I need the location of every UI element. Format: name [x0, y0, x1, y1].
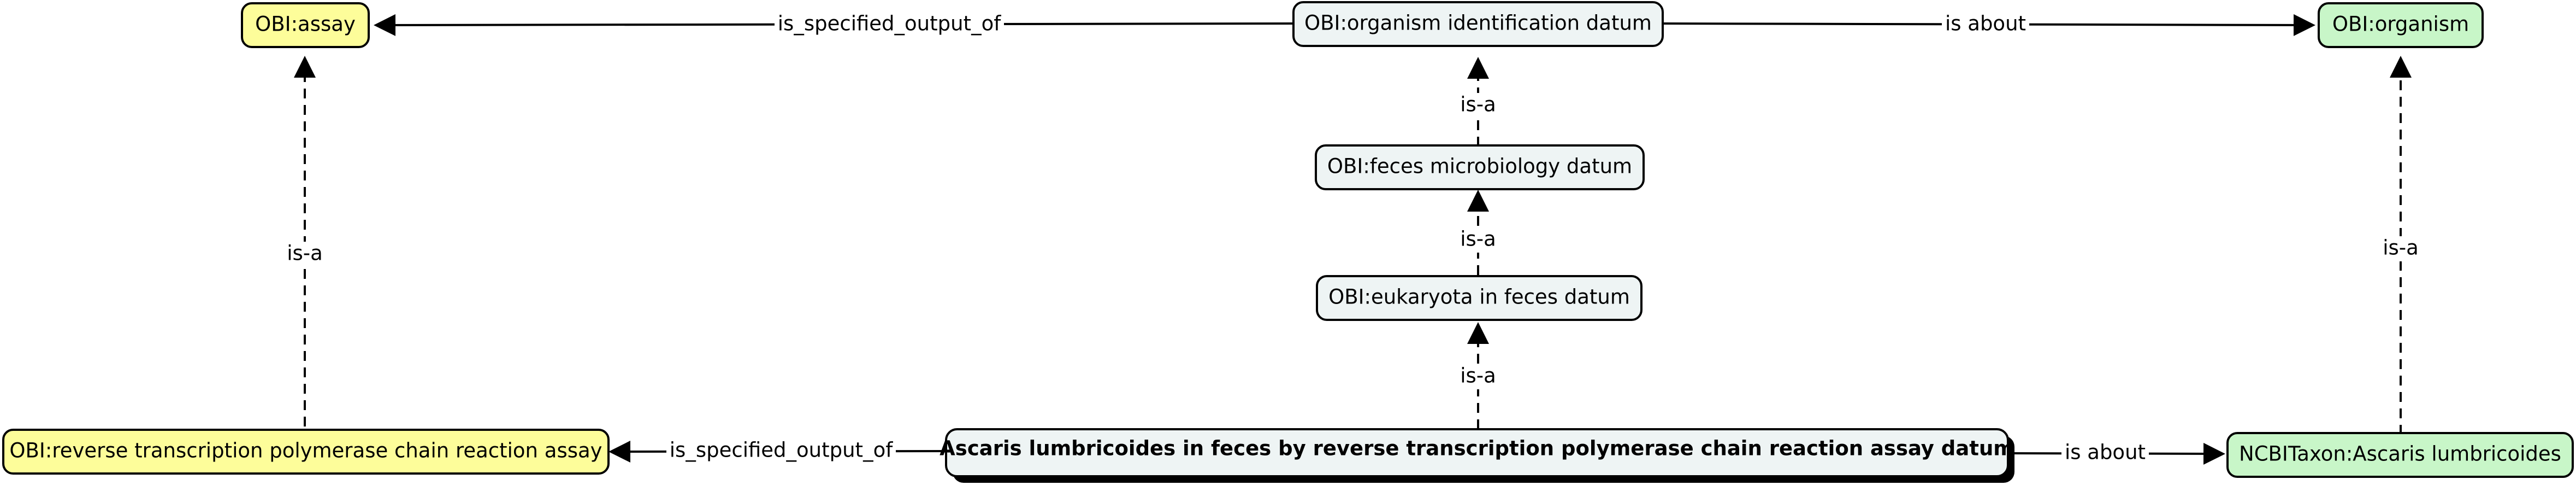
node-ascaris-taxon[interactable]: NCBITaxon:Ascaris lumbricoides — [2226, 432, 2574, 478]
edge-assay-isa-label: is-a — [287, 242, 323, 265]
node-organism[interactable]: OBI:organism — [2318, 2, 2484, 48]
node-eukaryota-in-feces-datum-label: OBI:eukaryota in feces datum — [1328, 285, 1630, 309]
node-organism-identification-datum[interactable]: OBI:organism identification datum — [1292, 1, 1664, 47]
node-assay-label: OBI:assay — [255, 13, 356, 36]
node-organism-identification-datum-box — [1292, 1, 1664, 47]
edge-bottom-about-label: is about — [2065, 441, 2146, 464]
edge-bottom-about-label-bg — [2061, 441, 2149, 466]
node-feces-microbiology-datum-label: OBI:feces microbiology datum — [1327, 155, 1632, 178]
edge-top-about-label-bg — [1942, 12, 2029, 37]
node-rt-pcr-assay[interactable]: OBI:reverse transcription polymerase cha… — [2, 429, 610, 475]
node-ascaris-taxon-label: NCBITaxon:Ascaris lumbricoides — [2239, 442, 2561, 466]
edge-ascaris-isa-label-bg — [1454, 364, 1503, 389]
node-ascaris-datum-box — [945, 428, 2009, 477]
node-eukaryota-in-feces-datum[interactable]: OBI:eukaryota in feces datum — [1316, 275, 1643, 321]
edge-assay-isa-label-bg — [280, 242, 329, 267]
edge-top-output-label: is_specified_output_of — [778, 12, 1001, 36]
edge-bottom-output-label-bg — [666, 439, 896, 464]
node-ascaris-datum-label: Ascaris lumbricoides in feces by reverse… — [940, 437, 2014, 460]
node-rt-pcr-assay-box — [2, 429, 610, 475]
node-rt-pcr-assay-label: OBI:reverse transcription polymerase cha… — [9, 439, 602, 463]
node-organism-identification-datum-label: OBI:organism identification datum — [1304, 11, 1652, 35]
node-ascaris-taxon-box — [2226, 432, 2574, 478]
edge-top-about-label: is about — [1945, 12, 2026, 36]
node-organism-box — [2318, 2, 2484, 48]
edge-ascaris-isa-label: is-a — [1460, 364, 1496, 388]
edge-top-output-label-bg — [775, 12, 1004, 37]
node-ascaris-datum[interactable]: Ascaris lumbricoides in feces by reverse… — [940, 428, 2014, 483]
node-organism-label: OBI:organism — [2332, 13, 2469, 36]
edge-organism-isa-label-bg — [2376, 236, 2425, 261]
node-feces-microbiology-datum[interactable]: OBI:feces microbiology datum — [1315, 144, 1645, 190]
edge-bottom-output-label: is_specified_output_of — [670, 439, 893, 462]
edge-feces-isa-label-bg — [1454, 93, 1503, 118]
node-eukaryota-in-feces-datum-box — [1316, 275, 1643, 321]
edge-eukaryota-isa-label-bg — [1454, 227, 1503, 253]
edge-organism-isa-label: is-a — [2383, 236, 2419, 260]
edge-feces-isa-label: is-a — [1460, 93, 1496, 116]
node-assay[interactable]: OBI:assay — [241, 2, 370, 48]
edge-eukaryota-isa-label: is-a — [1460, 227, 1496, 251]
node-feces-microbiology-datum-box — [1315, 144, 1645, 190]
node-assay-box — [241, 2, 370, 48]
